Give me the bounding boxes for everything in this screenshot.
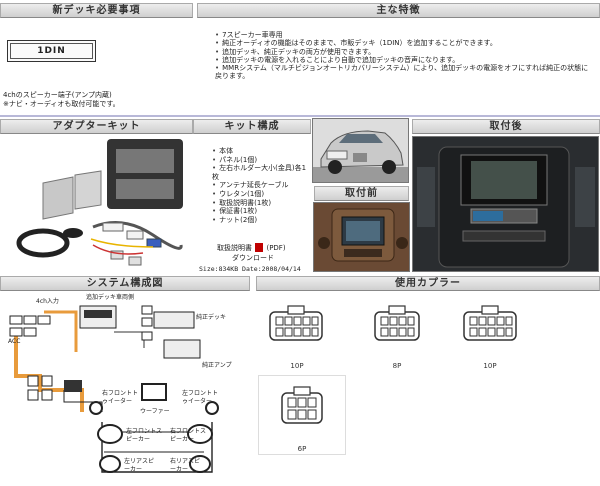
system-header: システム構成図	[0, 276, 250, 291]
kit-item: ウレタン(1個)	[212, 190, 312, 199]
download-link[interactable]: ダウンロード	[232, 254, 274, 262]
label-vehicle-side: 車両側	[116, 294, 135, 301]
feature-item: 7スピーカー車専用	[215, 31, 595, 39]
coupler-8p	[373, 304, 421, 344]
file-info: Size:834KB Date:2008/04/14	[199, 265, 301, 273]
feature-item: 追加デッキの電源を入れることにより自動で追加デッキの音声になります。	[215, 56, 595, 64]
requirements-header: 新デッキ必要事項	[0, 3, 193, 18]
kit-item: アンテナ延長ケーブル	[212, 181, 312, 190]
kit-contents-list: 本体 パネル(1個) 左右ホルダー大小(金具)各1枚 アンテナ延長ケーブル ウレ…	[212, 147, 312, 224]
manual-label[interactable]: 取扱説明書	[217, 244, 252, 252]
before-label: 取付前	[314, 186, 409, 201]
car-photo	[312, 118, 409, 183]
kit-item: 左右ホルダー大小(金具)各1枚	[212, 164, 312, 181]
label-front-right-speaker: 右フロントスピーカー	[170, 428, 207, 444]
coupler-6p-box	[258, 375, 346, 455]
kit-item: ナット(2個)	[212, 216, 312, 225]
label-4ch-input: 4ch入力	[36, 298, 59, 305]
label-stock-deck: 純正デッキ	[196, 314, 227, 321]
after-photo	[412, 136, 599, 272]
coupler-label: 10P	[483, 362, 497, 370]
kit-item: パネル(1個)	[212, 156, 312, 165]
feature-item: MMRシステム（マルチビジョンオートリカバリーシステム）により、追加デッキの電源…	[215, 64, 595, 81]
label-front-left-tweeter: 左フロントトゥイーター	[182, 390, 219, 406]
label-front-left-speaker: 左フロントスピーカー	[126, 428, 163, 444]
kit-item: 取扱説明書(1枚)	[212, 199, 312, 208]
kit-item: 保証書(1枚)	[212, 207, 312, 216]
system-diagram: 4ch入力 追加デッキ 車両側 純正デッキ 純正アンプ ACC 右フロントトゥイ…	[4, 292, 252, 486]
adapter-kit-header: アダプターキット	[0, 119, 193, 134]
coupler-10p-a	[268, 304, 324, 344]
label-rear-left-speaker: 左リアスピーカー	[124, 458, 155, 474]
coupler-label: 8P	[392, 362, 402, 370]
label-front-right-tweeter: 右フロントトゥイーター	[102, 390, 139, 406]
kit-item: 本体	[212, 147, 312, 156]
features-header: 主な特徴	[197, 3, 600, 18]
label-stock-amp: 純正アンプ	[202, 362, 232, 369]
coupler-label: 10P	[290, 362, 304, 370]
manual-download-link[interactable]: 取扱説明書 (PDF)	[217, 243, 286, 252]
after-header: 取付後	[412, 119, 600, 134]
requirements-note-1: 4chのスピーカー端子(アンプ内蔵)	[3, 91, 112, 99]
before-photo	[313, 202, 410, 272]
coupler-6p	[280, 385, 324, 427]
pdf-label: (PDF)	[266, 244, 286, 252]
features-list: 7スピーカー車専用 純正オーディオの機能はそのままで、市販デッキ（1DIN）を追…	[215, 31, 595, 81]
pdf-icon	[255, 243, 264, 252]
feature-item: 純正オーディオの機能はそのままで、市販デッキ（1DIN）を追加することができます…	[215, 39, 595, 47]
label-rear-right-speaker: 右リアスピーカー	[170, 458, 201, 474]
label-acc: ACC	[8, 338, 21, 345]
label-add-deck: 追加デッキ	[86, 294, 117, 301]
couplers-header: 使用カプラー	[256, 276, 600, 291]
feature-item: 追加デッキ、純正デッキの両方が使用できます。	[215, 48, 595, 56]
coupler-label: 6P	[297, 445, 307, 453]
label-woofer: ウーファー	[140, 408, 170, 415]
adapter-kit-photo	[3, 135, 191, 275]
coupler-10p-b	[462, 304, 518, 344]
divider	[0, 115, 600, 117]
requirements-note-2: ※ナビ・オーディオも取付可能です。	[3, 100, 120, 108]
kit-contents-header: キット構成	[193, 119, 311, 134]
1din-badge: 1DIN	[7, 40, 96, 62]
